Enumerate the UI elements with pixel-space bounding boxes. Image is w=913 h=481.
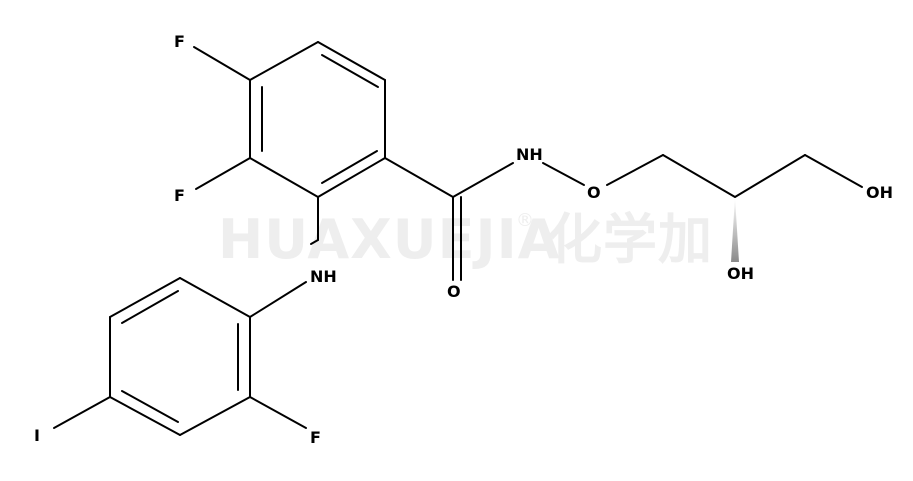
watermark-registered-mark: ® (516, 210, 534, 231)
watermark-text: HUAXUEJIA (218, 208, 561, 271)
lower-benzene-ring (109, 277, 251, 436)
bond-c-f-mid (195, 157, 251, 190)
bond (249, 157, 319, 198)
bond-n-o (542, 162, 585, 186)
bond-inner (121, 290, 179, 324)
bond-c-i (53, 396, 111, 429)
bond-ch2-ch (662, 154, 736, 198)
bond-c-f-top (193, 46, 251, 81)
stereo-wedge-bond (731, 197, 739, 262)
atom-label-f-top: F (174, 32, 185, 51)
watermark: HUAXUEJIA ® 化学加 (218, 208, 713, 271)
upper-benzene-ring (249, 41, 386, 198)
bond (179, 396, 251, 436)
atom-label-o-ether: O (587, 183, 601, 202)
bond-o-ch2 (606, 154, 664, 186)
bond-inner (321, 54, 379, 88)
bond-c-f-bottom (249, 396, 307, 429)
bond-ch-ch2 (734, 154, 806, 198)
bond (317, 157, 386, 198)
atom-label-oh-terminal: OH (866, 183, 893, 202)
bond-ch2-oh (804, 154, 863, 188)
atom-label-nh-amide: NH (516, 145, 543, 164)
bond-n-c-lower (249, 281, 307, 318)
atom-label-iodine: I (34, 426, 40, 445)
bond-inner (321, 150, 378, 184)
bond-stub (310, 239, 319, 245)
watermark-chinese-text: 化学加 (548, 208, 713, 271)
bond (249, 41, 319, 81)
bond (179, 277, 251, 318)
bond-ring-carbonyl (384, 157, 454, 198)
atom-label-f-mid: F (174, 186, 185, 205)
bond (109, 277, 181, 318)
bond (317, 41, 386, 81)
atom-label-o-carbonyl: O (447, 282, 461, 301)
bond-c-nh-amide (452, 162, 514, 198)
atom-label-f-bottom: F (310, 428, 321, 447)
bond-inner (121, 390, 179, 423)
atom-label-oh-chiral: OH (727, 264, 754, 283)
atom-label-nh-amine: NH (310, 267, 337, 286)
bond (109, 396, 181, 436)
